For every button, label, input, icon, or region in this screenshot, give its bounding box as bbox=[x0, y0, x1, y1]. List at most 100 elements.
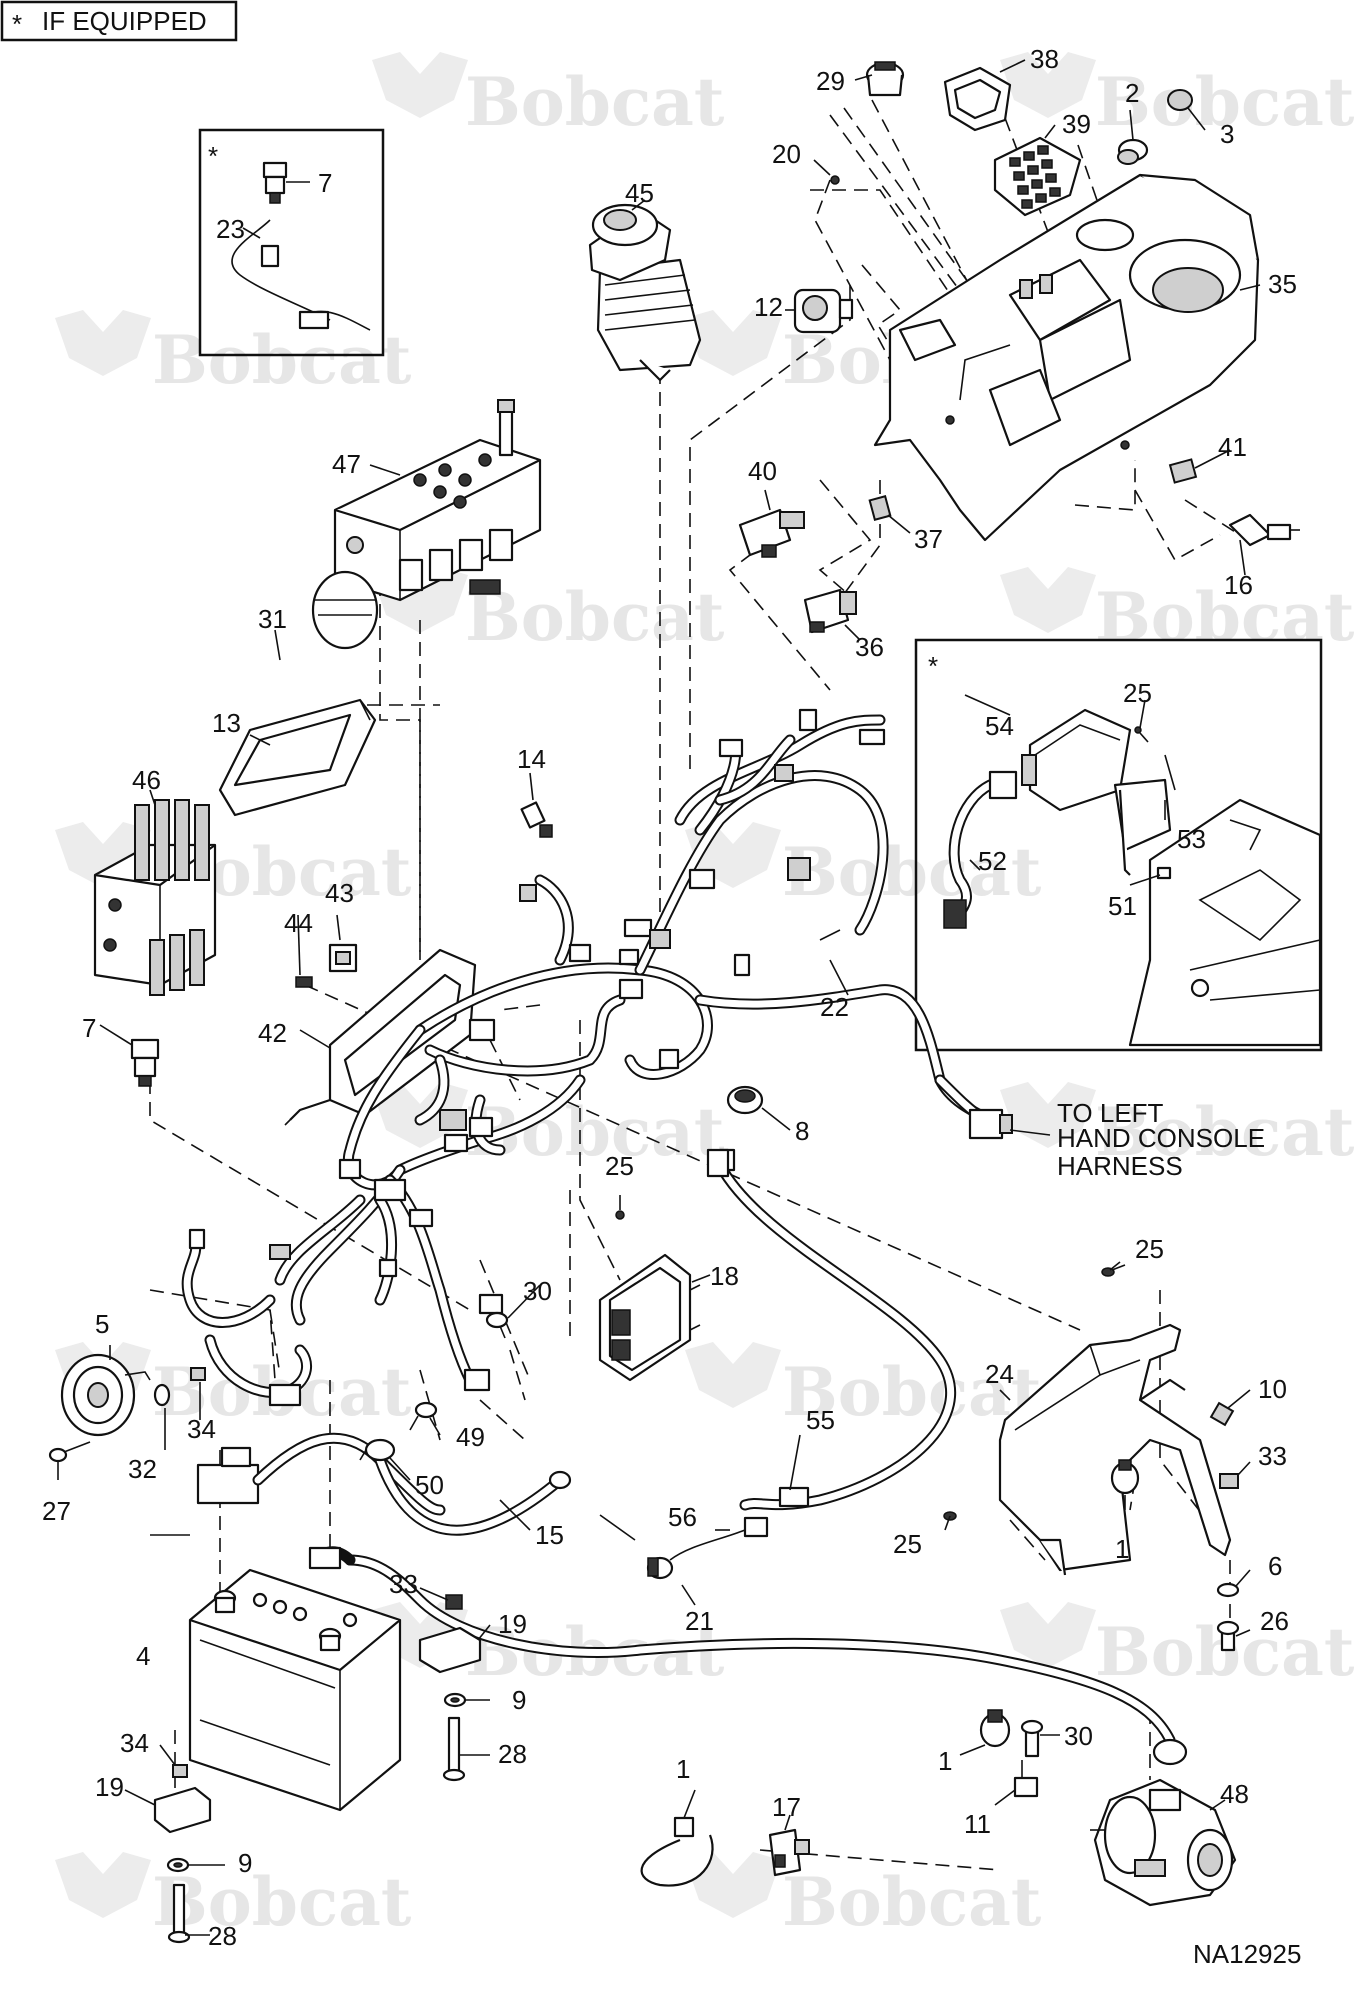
callout-45: 45 bbox=[625, 178, 654, 208]
callout-22: 22 bbox=[820, 992, 849, 1022]
bolt-51 bbox=[1156, 866, 1172, 880]
nut-33-upper bbox=[445, 1594, 463, 1610]
callout-19b: 19 bbox=[95, 1772, 124, 1802]
callout-7: 7 bbox=[318, 168, 332, 198]
watermark: Bobcat bbox=[372, 567, 725, 656]
bolt-27 bbox=[48, 1441, 91, 1463]
bolt-25-inset bbox=[1134, 726, 1149, 743]
callout-29: 29 bbox=[816, 66, 845, 96]
nut-34 bbox=[190, 1367, 206, 1381]
callout-25d: 25 bbox=[1123, 678, 1152, 708]
callout-18: 18 bbox=[710, 1261, 739, 1291]
callout-33a: 33 bbox=[1258, 1441, 1287, 1471]
clamp-1-starter bbox=[979, 1709, 1011, 1748]
cover-13 bbox=[218, 698, 377, 817]
inset-star: * bbox=[208, 141, 218, 171]
sensor-56 bbox=[646, 1529, 746, 1580]
washer-6 bbox=[1216, 1582, 1240, 1598]
pressure-switch-7 bbox=[130, 1038, 160, 1087]
callout-28a: 28 bbox=[498, 1739, 527, 1769]
callout-48: 48 bbox=[1220, 1779, 1249, 1809]
callout-54: 54 bbox=[985, 711, 1014, 741]
clamp-1-bracket bbox=[1110, 1459, 1140, 1495]
left-console-harness-connector bbox=[934, 1074, 1013, 1140]
nut-11 bbox=[1013, 1760, 1039, 1798]
cap-3 bbox=[1167, 89, 1193, 111]
callout-39: 39 bbox=[1062, 109, 1091, 139]
battery-terminals bbox=[213, 1589, 342, 1652]
switch-36 bbox=[803, 588, 857, 634]
hold-down-19-upper bbox=[418, 1626, 482, 1674]
plug-37 bbox=[868, 495, 892, 521]
joystick-45 bbox=[588, 203, 702, 382]
washer-9-lower bbox=[166, 1857, 190, 1873]
nut-34-lower bbox=[172, 1764, 188, 1778]
callout-40: 40 bbox=[748, 456, 777, 486]
callout-50: 50 bbox=[415, 1470, 444, 1500]
callout-26: 26 bbox=[1260, 1606, 1289, 1636]
watermark: Bobcat bbox=[685, 822, 1042, 911]
callout-17: 17 bbox=[772, 1792, 801, 1822]
note-line-3: HARNESS bbox=[1057, 1151, 1183, 1181]
callout-27: 27 bbox=[42, 1496, 71, 1526]
fuse-44 bbox=[295, 976, 313, 988]
harness-55 bbox=[706, 1148, 957, 1538]
screw-49 bbox=[409, 1401, 438, 1431]
callout-49: 49 bbox=[456, 1422, 485, 1452]
cap-41 bbox=[1168, 458, 1198, 484]
callout-6: 6 bbox=[1268, 1551, 1282, 1581]
switch-panel-39 bbox=[993, 136, 1082, 217]
pressure-switch-7-inset bbox=[262, 161, 288, 204]
callout-30b: 30 bbox=[1064, 1721, 1093, 1751]
callout-14: 14 bbox=[517, 744, 546, 774]
callout-52: 52 bbox=[978, 846, 1007, 876]
note-to-left-hand-console: TO LEFT HAND CONSOLE HARNESS bbox=[1057, 1098, 1265, 1181]
callout-25a: 25 bbox=[605, 1151, 634, 1181]
legend-if-equipped: * IF EQUIPPED bbox=[0, 0, 238, 42]
harness-connectors bbox=[188, 708, 886, 1407]
callout-1b: 1 bbox=[676, 1754, 690, 1784]
watermark-text: Bobcat bbox=[782, 1863, 1042, 1941]
callout-41: 41 bbox=[1218, 432, 1247, 462]
sender-14 bbox=[520, 801, 553, 838]
watermark: Bobcat bbox=[372, 52, 725, 141]
callout-37: 37 bbox=[914, 524, 943, 554]
watermark: Bobcat bbox=[685, 1852, 1042, 1941]
horn-5 bbox=[60, 1353, 151, 1437]
hold-down-19-lower bbox=[153, 1786, 212, 1834]
bracket-24 bbox=[998, 1323, 1232, 1576]
callout-9b: 9 bbox=[238, 1848, 252, 1878]
note-line-2: HAND CONSOLE bbox=[1057, 1123, 1265, 1153]
bracket-53 bbox=[1113, 754, 1176, 876]
bolt-30-starter bbox=[1020, 1719, 1044, 1758]
console-35 bbox=[873, 173, 1260, 542]
callout-35: 35 bbox=[1268, 269, 1297, 299]
valve-stack-46 bbox=[93, 799, 217, 996]
screw-20 bbox=[830, 175, 840, 185]
washer-32 bbox=[153, 1383, 171, 1407]
callout-9a: 9 bbox=[512, 1685, 526, 1715]
legend-star: * bbox=[12, 9, 22, 39]
relay-43 bbox=[328, 943, 358, 973]
callout-32: 32 bbox=[128, 1454, 157, 1484]
callout-2: 2 bbox=[1125, 78, 1139, 108]
switch-keypad-grid bbox=[1009, 145, 1061, 209]
bolt-26 bbox=[1216, 1620, 1240, 1652]
valve-stack-spools bbox=[134, 799, 210, 996]
drawing-number: NA12925 bbox=[1193, 1939, 1301, 1969]
watermark-text: Bobcat bbox=[1095, 578, 1355, 656]
watermark: Bobcat bbox=[1000, 52, 1355, 141]
callout-21: 21 bbox=[685, 1606, 714, 1636]
callout-20: 20 bbox=[772, 139, 801, 169]
callout-8: 8 bbox=[795, 1116, 809, 1146]
callout-11: 11 bbox=[964, 1809, 991, 1839]
bolt-28-upper bbox=[442, 1716, 466, 1782]
callout-10: 10 bbox=[1258, 1374, 1287, 1404]
watermark-text: Bobcat bbox=[465, 63, 725, 141]
valve-block-ports bbox=[413, 453, 492, 509]
inset-if-equipped-left: * bbox=[198, 128, 385, 357]
callout-12: 12 bbox=[754, 292, 783, 322]
callout-1a: 1 bbox=[1115, 1534, 1129, 1564]
callout-51: 51 bbox=[1108, 891, 1137, 921]
washer-9-upper bbox=[443, 1692, 467, 1708]
